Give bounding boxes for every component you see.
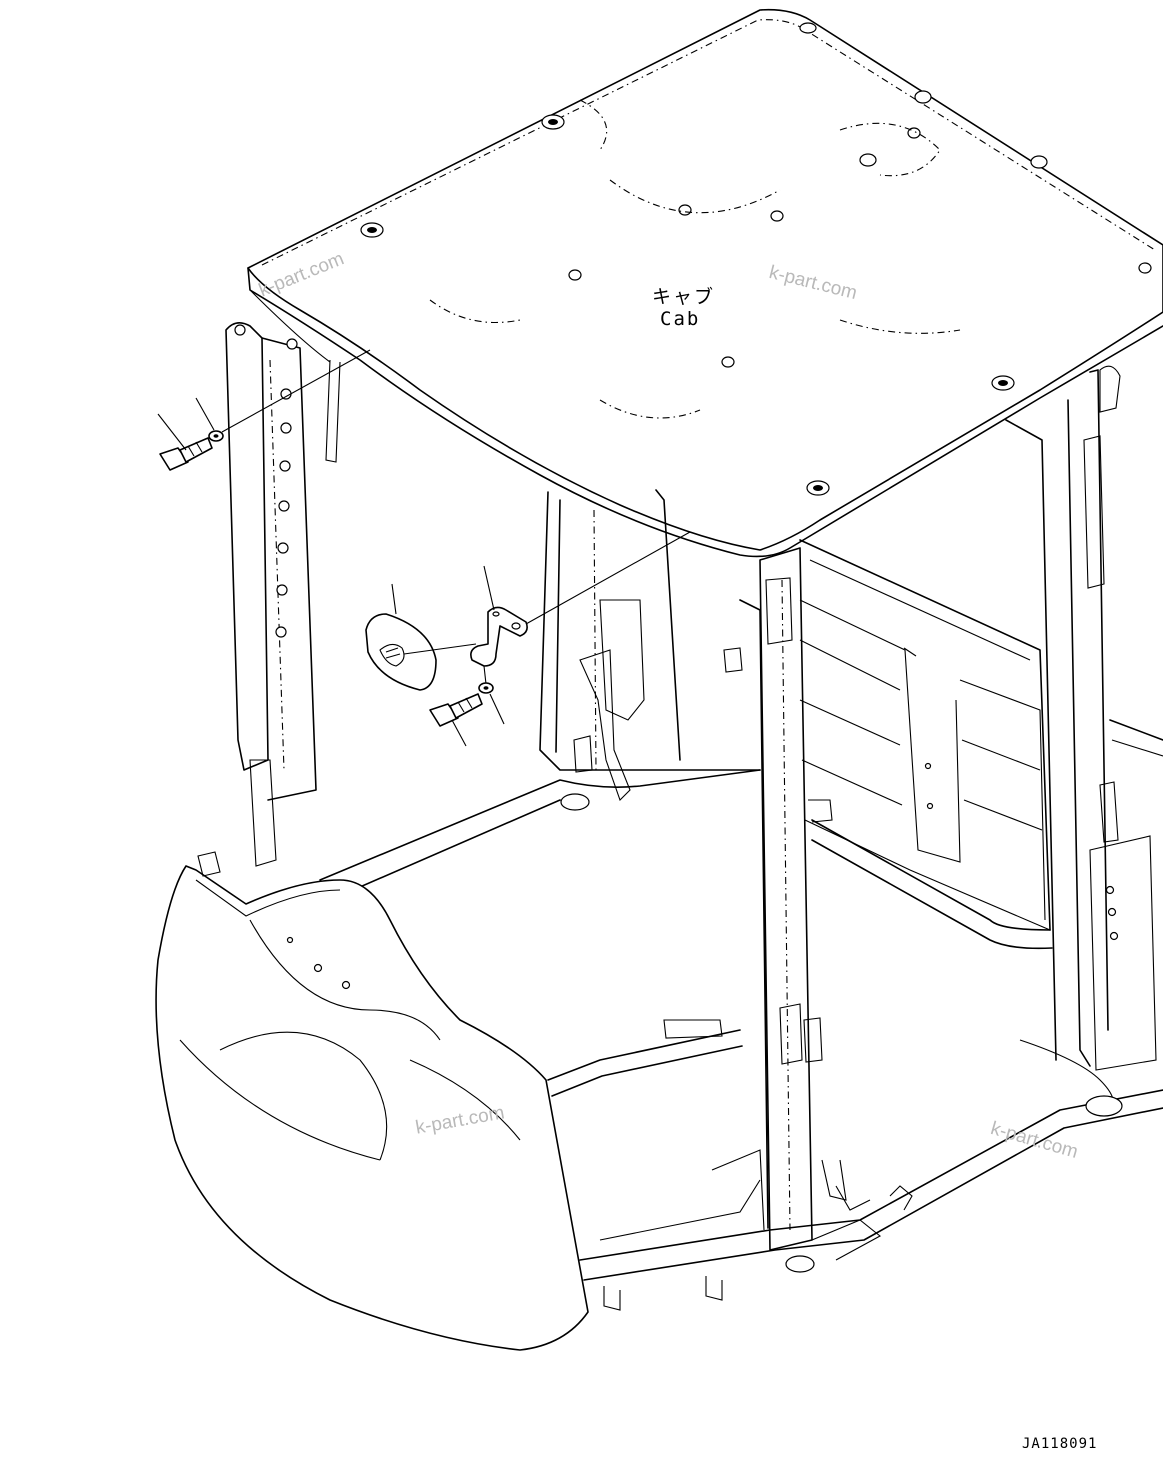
washer-top-left xyxy=(195,349,371,442)
mirror-bracket xyxy=(470,531,691,685)
front-curved-panel xyxy=(155,759,589,1351)
washer-mirror xyxy=(478,682,505,725)
front-pillar xyxy=(723,547,823,1251)
left-rear-pillar xyxy=(225,322,341,801)
part-label-en: Cab xyxy=(660,308,701,330)
door-frame xyxy=(539,489,761,802)
mirror xyxy=(365,583,477,691)
right-rear-pillars xyxy=(1005,365,1163,1071)
part-label-ja: キャブ xyxy=(652,286,716,308)
floor-frame xyxy=(319,769,1163,1311)
drawing-code: JA118091 xyxy=(1022,1436,1098,1452)
bolt-top-left xyxy=(157,413,213,471)
bolt-mirror xyxy=(429,693,483,747)
roof-bolts xyxy=(360,22,1152,496)
pillar-holes xyxy=(234,324,298,638)
right-side-panel xyxy=(799,539,1051,931)
roof-panel xyxy=(247,8,1163,558)
